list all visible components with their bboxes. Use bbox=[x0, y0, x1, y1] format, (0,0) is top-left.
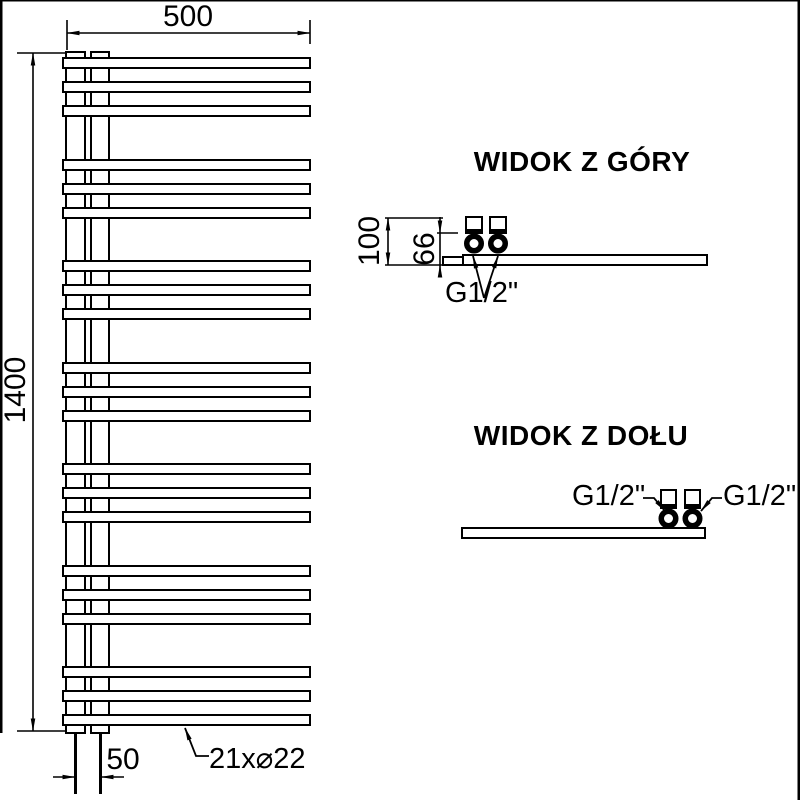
connection-ring bbox=[682, 508, 703, 529]
towel-bar bbox=[62, 613, 311, 625]
towel-bar bbox=[62, 565, 311, 577]
radiator-front-view: 500 1400 50 21x⌀22 bbox=[0, 0, 311, 794]
towel-bar bbox=[62, 284, 311, 296]
towel-bars bbox=[62, 57, 311, 726]
towel-bar bbox=[62, 386, 311, 398]
connection-ring bbox=[488, 233, 508, 254]
top-view-connections bbox=[464, 216, 508, 254]
bottom-view-thread-label-right: G1/2" bbox=[700, 480, 796, 512]
connection-nut bbox=[466, 229, 482, 233]
bottom-view-connections bbox=[658, 489, 703, 529]
connection-nut bbox=[685, 504, 700, 508]
dim-text-width: 500 bbox=[163, 0, 213, 33]
towel-bar bbox=[62, 714, 311, 726]
page-edge-right bbox=[797, 0, 800, 800]
top-view-collector-end bbox=[442, 256, 464, 266]
connection-nut bbox=[490, 229, 506, 233]
page-edge-left bbox=[0, 0, 3, 733]
towel-bar bbox=[62, 362, 311, 374]
towel-bar bbox=[62, 207, 311, 219]
dimension-connection-spacing: 50 bbox=[53, 743, 140, 780]
bottom-view-profile bbox=[461, 527, 706, 539]
top-view-profile bbox=[462, 254, 708, 266]
top-view-thread-label: G1/2" bbox=[445, 255, 518, 309]
towel-bar bbox=[62, 463, 311, 475]
towel-bar bbox=[62, 511, 311, 523]
thread-label-text: G1/2" bbox=[572, 480, 645, 512]
towel-bar bbox=[62, 308, 311, 320]
thread-label-text: G1/2" bbox=[445, 277, 518, 309]
connection-nut bbox=[661, 504, 676, 508]
dim-text-axis: 66 bbox=[408, 232, 441, 265]
connection-ring bbox=[464, 233, 484, 254]
tubes-label-text: 21x⌀22 bbox=[209, 743, 305, 775]
tubes-count-label: 21x⌀22 bbox=[184, 727, 305, 775]
bottom-view-thread-label-left: G1/2" bbox=[572, 480, 666, 512]
dim-text-depth: 100 bbox=[353, 216, 386, 266]
page-edge-top bbox=[0, 0, 800, 2]
radiator-bottom-view: WIDOK Z DOŁU G1/2" G1/2" bbox=[461, 420, 796, 539]
towel-bar bbox=[62, 666, 311, 678]
radiator-top-view: WIDOK Z GÓRY 100 66 bbox=[353, 146, 708, 309]
towel-bar bbox=[62, 260, 311, 272]
towel-bar bbox=[62, 105, 311, 117]
thread-label-text: G1/2" bbox=[723, 480, 796, 512]
towel-bar bbox=[62, 159, 311, 171]
top-view-title: WIDOK Z GÓRY bbox=[474, 146, 691, 177]
dimension-depth: 100 bbox=[353, 216, 443, 266]
bottom-view-title: WIDOK Z DOŁU bbox=[474, 420, 688, 451]
towel-bar bbox=[62, 81, 311, 93]
dimension-width: 500 bbox=[66, 0, 311, 50]
towel-bar bbox=[62, 183, 311, 195]
dimension-height: 1400 bbox=[0, 52, 66, 732]
towel-bar bbox=[62, 690, 311, 702]
connection-ring bbox=[658, 508, 679, 529]
dim-text-spacing: 50 bbox=[106, 743, 139, 776]
towel-bar bbox=[62, 410, 311, 422]
towel-bar bbox=[62, 57, 311, 69]
towel-bar bbox=[62, 487, 311, 499]
dim-text-height: 1400 bbox=[0, 357, 32, 424]
towel-bar bbox=[62, 589, 311, 601]
dimension-axis: 66 bbox=[408, 217, 458, 278]
